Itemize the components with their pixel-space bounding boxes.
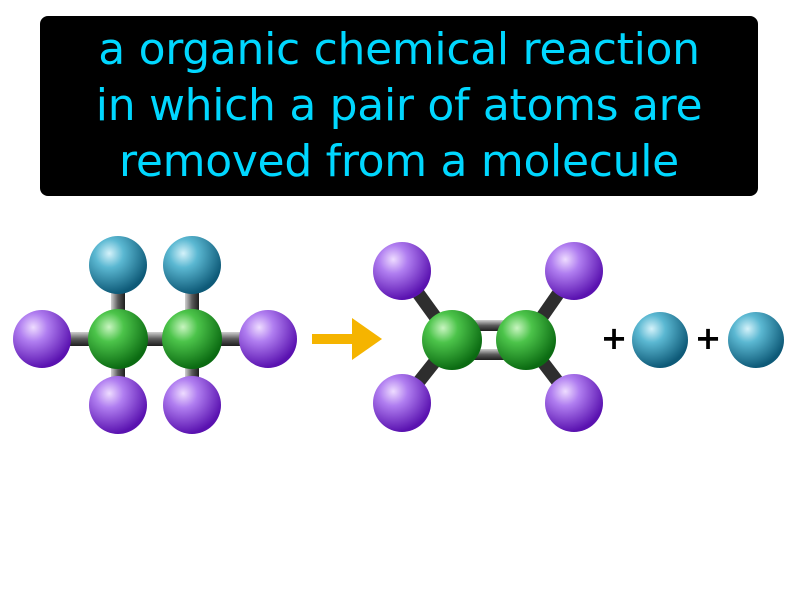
removed-atom-top-right [163,236,221,294]
carbon-atom-right [162,309,222,369]
substituent-atom-upper-right [545,242,603,300]
carbon-atom-left [422,310,482,370]
substituent-atom-bottom-right [163,376,221,434]
removed-atom-2 [728,312,784,368]
substituent-atom-upper-left [373,242,431,300]
substituent-atom-bottom-left [89,376,147,434]
substituent-atom-right [239,310,297,368]
removed-atom-top-left [89,236,147,294]
product-molecule [373,242,603,432]
substituent-atom-lower-left [373,374,431,432]
definition-line-3: removed from a molecule [119,136,679,187]
definition-box: a organic chemical reaction in which a p… [40,16,758,196]
reactant-atoms [13,236,297,434]
removed-atom-1 [632,312,688,368]
reactant-bonds [42,265,268,405]
plus-sign-1: + [601,319,628,357]
reactant-molecule [13,236,297,434]
substituent-atom-lower-right [545,374,603,432]
double-bond-bottom [452,349,526,360]
arrow-head [352,318,382,360]
product-atoms [373,242,603,432]
byproducts: + + [601,312,784,368]
carbon-atom-right [496,310,556,370]
plus-sign-2: + [695,319,722,357]
definition-line-2: in which a pair of atoms are [95,80,703,131]
substituent-atom-left [13,310,71,368]
reaction-diagram: + + [13,236,784,434]
arrow-shaft [312,334,358,344]
definition-line-1: a organic chemical reaction [98,24,700,75]
double-bond-top [452,320,526,331]
carbon-atom-left [88,309,148,369]
reaction-arrow [312,318,382,360]
